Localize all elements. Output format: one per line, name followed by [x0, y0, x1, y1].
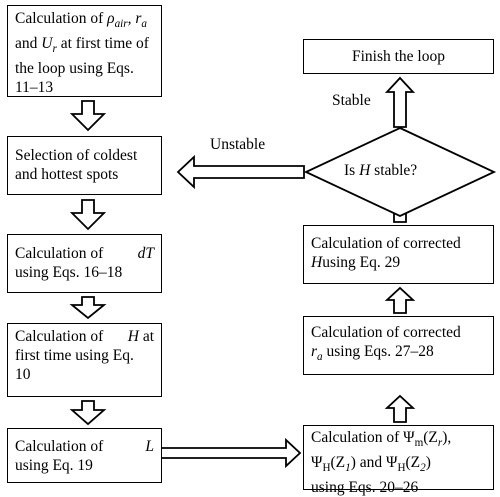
text: ) and Ψ	[350, 454, 398, 472]
ur-subscript: r	[52, 43, 57, 56]
rho-symbol: ρ	[107, 10, 115, 27]
text: Calculation of	[15, 438, 104, 455]
arrow-ra-to-Hcorr	[384, 286, 416, 314]
psi-h-subscript: H	[322, 462, 331, 475]
text: Is	[344, 162, 360, 179]
L-symbol: L	[145, 438, 154, 455]
ra-symbol: r	[311, 343, 318, 360]
text: Calculation of corrected	[311, 324, 461, 341]
decision-diamond	[303, 127, 497, 217]
arrow-selection-to-dT	[69, 199, 107, 231]
text: (Z	[405, 454, 421, 472]
text: using Eqs. 16–18	[15, 264, 123, 281]
box-calc-H-corrected: Calculation of corrected Husing Eq. 29	[303, 225, 494, 284]
arrow-dT-to-H	[69, 296, 107, 320]
psi-m-subscript: m	[414, 437, 424, 450]
dT-symbol: dT	[137, 245, 154, 262]
text: and hottest spots	[15, 166, 119, 183]
psi-h-subscript: H	[397, 462, 406, 475]
text: stable?	[370, 162, 418, 179]
text: and	[15, 35, 42, 53]
text: Calculation of Ψ	[311, 429, 415, 446]
text: Calculation of	[15, 245, 104, 262]
text: Ψ	[311, 454, 323, 472]
text: using Eqs. 27–28	[322, 343, 434, 360]
text: using Eqs. 20–26	[311, 479, 419, 497]
H-symbol: H	[127, 328, 139, 345]
text: (Z	[423, 429, 438, 446]
box-calc-psi: Calculation of Ψm(Zr), ΨH(Z1) and ΨH(Z2)…	[303, 425, 494, 496]
box-calc-dT: Calculation of dT using Eqs. 16–18	[7, 234, 162, 293]
text: the loop using Eqs.	[15, 60, 134, 78]
H-symbol: H	[311, 254, 323, 271]
label-stable: Stable	[332, 92, 371, 109]
text: at	[142, 328, 154, 345]
text: Finish the loop	[351, 48, 445, 65]
label-unstable: Unstable	[210, 136, 266, 153]
arrow-decision-to-selection	[176, 154, 305, 190]
text: Calculation of	[15, 10, 108, 27]
zr-subscript: r	[437, 437, 443, 450]
arrow-rho-to-selection	[69, 100, 107, 132]
z1-subscript: 1	[345, 462, 351, 475]
text: ),	[442, 429, 452, 446]
rho-subscript: air	[114, 18, 128, 31]
z2-subscript: 2	[420, 462, 426, 475]
box-selection: Selection of coldest and hottest spots	[7, 136, 162, 195]
text: using Eq. 29	[322, 254, 401, 271]
arrow-decision-to-finish	[384, 76, 416, 128]
text: using Eq. 19	[15, 457, 93, 474]
text: (Z	[330, 454, 346, 472]
decision-text: Is H stable?	[344, 162, 417, 180]
text: 11–13	[15, 79, 54, 97]
text: at first time of	[56, 35, 149, 53]
ra-symbol: , r	[127, 10, 142, 27]
box-finish-loop: Finish the loop	[303, 39, 494, 74]
arrow-psi-to-ra	[384, 394, 416, 423]
box-calc-L: Calculation of L using Eq. 19	[7, 428, 162, 483]
arrow-L-to-psi	[159, 437, 302, 469]
ra-subscript: a	[317, 351, 323, 364]
box-calc-rho-ra-ur: Calculation of ρair, ra and Ur at first …	[7, 5, 162, 97]
text: Calculation of corrected	[311, 235, 461, 252]
ur-symbol: U	[41, 35, 53, 53]
H-symbol: H	[359, 162, 371, 179]
box-calc-ra: Calculation of corrected ra using Eqs. 2…	[303, 316, 494, 375]
text: first time using Eq.	[15, 347, 134, 364]
arrow-H-to-L	[69, 400, 107, 426]
text: Calculation of	[15, 328, 104, 345]
text: )	[425, 454, 431, 472]
text: Selection of coldest	[15, 147, 138, 164]
ra-subscript: a	[141, 18, 147, 31]
text: 10	[15, 366, 31, 383]
